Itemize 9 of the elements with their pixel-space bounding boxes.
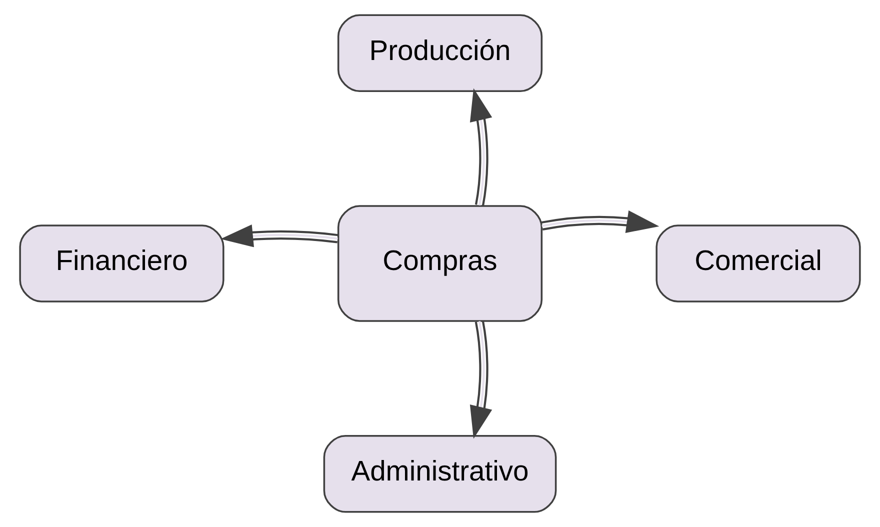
node-box: Comercial	[656, 224, 861, 302]
arrow	[470, 88, 492, 206]
node-box: Compras	[337, 205, 543, 322]
arrow	[220, 224, 338, 248]
node-box: Administrativo	[323, 435, 557, 513]
arrow	[470, 320, 492, 439]
node-box: Producción	[337, 14, 543, 92]
node-box: Financiero	[19, 224, 224, 302]
arrow	[541, 210, 660, 233]
